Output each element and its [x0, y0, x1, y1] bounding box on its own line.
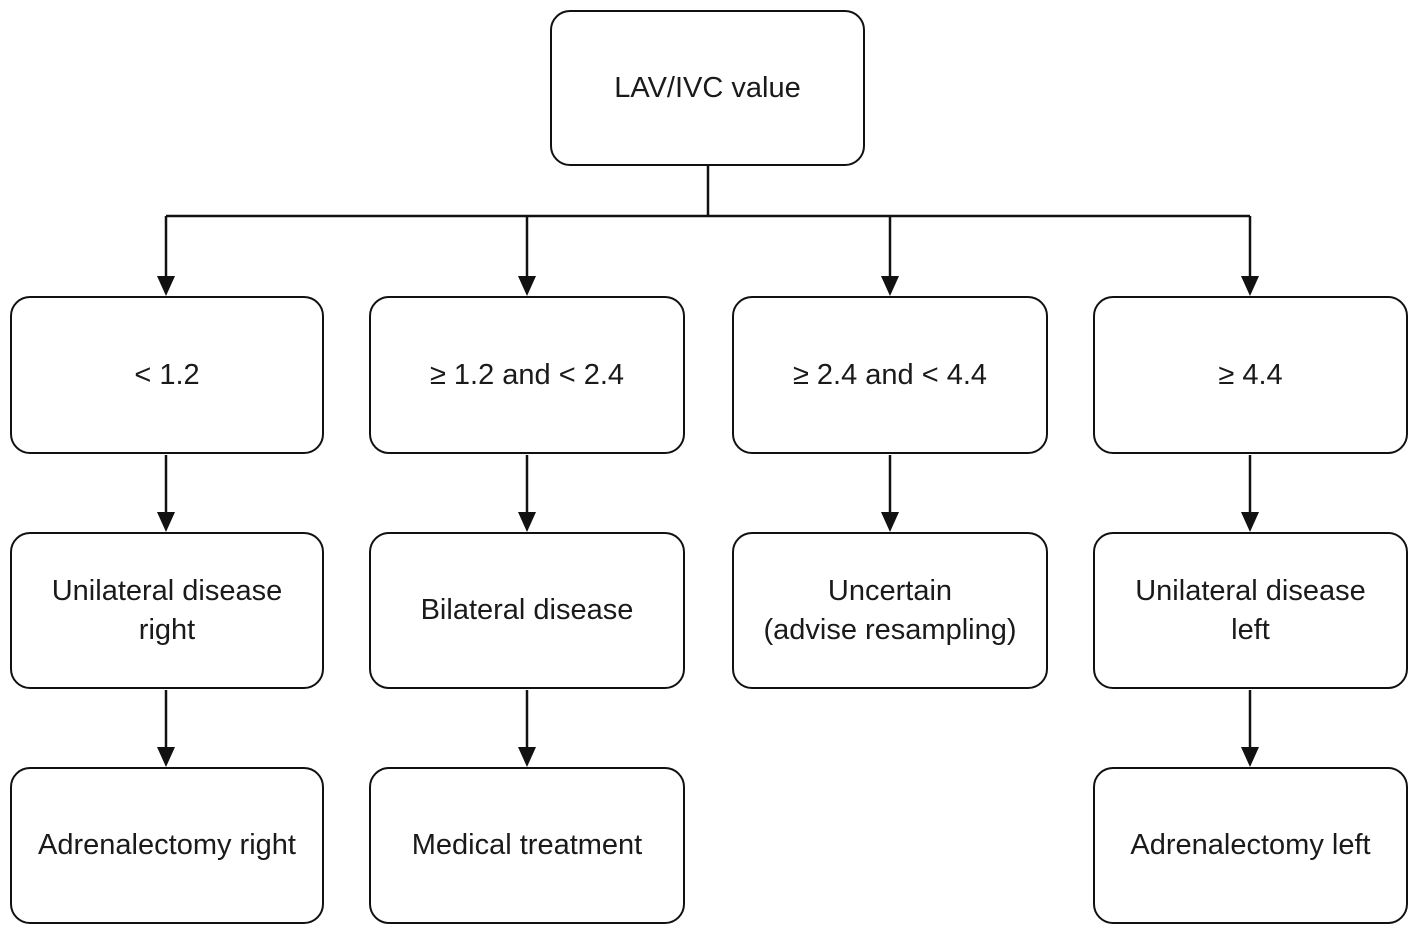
range-node-3: ≥ 2.4 and < 4.4	[732, 296, 1048, 454]
arrowhead-treatment-2	[518, 747, 536, 767]
diagnosis-node-2: Bilateral disease	[369, 532, 685, 689]
arrowhead-range-2	[518, 276, 536, 296]
arrowhead-diagnosis-3	[881, 512, 899, 532]
arrowhead-range-4	[1241, 276, 1259, 296]
treatment-node-1: Adrenalectomy right	[10, 767, 324, 924]
range-node-3-label: ≥ 2.4 and < 4.4	[792, 358, 988, 391]
treatment-node-2-label: Medical treatment	[411, 829, 643, 861]
treatment-node-3: Adrenalectomy left	[1093, 767, 1408, 924]
treatment-node-3-label: Adrenalectomy left	[1130, 829, 1371, 861]
diagnosis-node-1-label: Unilateral disease right	[51, 574, 283, 646]
arrowhead-range-3	[881, 276, 899, 296]
diagnosis-node-2-label: Bilateral disease	[420, 594, 634, 626]
treatment-node-1-label: Adrenalectomy right	[38, 829, 296, 861]
range-node-1-label: < 1.2	[134, 358, 200, 391]
arrowhead-range-1	[157, 276, 175, 296]
root-node: LAV/IVC value	[550, 10, 865, 166]
diagnosis-node-4: Unilateral disease left	[1093, 532, 1408, 689]
range-node-2: ≥ 1.2 and < 2.4	[369, 296, 685, 454]
diagnosis-node-3-label: Uncertain (advise resampling)	[763, 574, 1017, 646]
range-node-4-label: ≥ 4.4	[1218, 358, 1283, 391]
range-node-4: ≥ 4.4	[1093, 296, 1408, 454]
arrowhead-diagnosis-4	[1241, 512, 1259, 532]
diagnosis-node-3: Uncertain (advise resampling)	[732, 532, 1048, 689]
range-node-1: < 1.2	[10, 296, 324, 454]
diagnosis-node-1: Unilateral disease right	[10, 532, 324, 689]
arrowhead-treatment-1	[157, 747, 175, 767]
range-node-2-label: ≥ 1.2 and < 2.4	[429, 358, 625, 391]
arrowhead-diagnosis-1	[157, 512, 175, 532]
arrowhead-diagnosis-2	[518, 512, 536, 532]
diagnosis-node-4-label: Unilateral disease left	[1135, 574, 1366, 646]
arrowhead-treatment-3	[1241, 747, 1259, 767]
treatment-node-2: Medical treatment	[369, 767, 685, 924]
root-node-label: LAV/IVC value	[614, 71, 801, 104]
